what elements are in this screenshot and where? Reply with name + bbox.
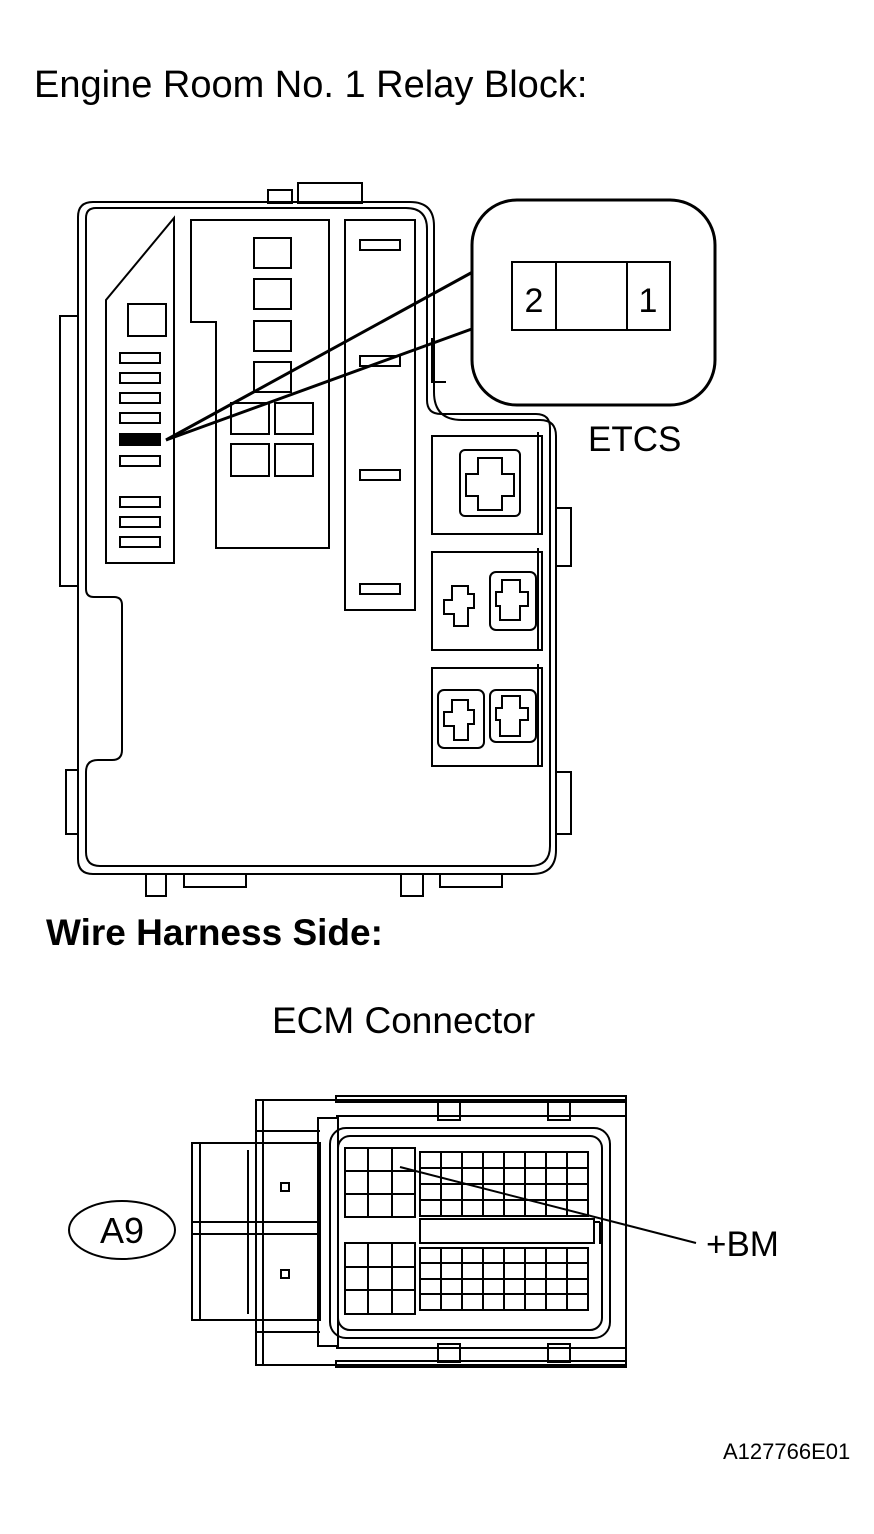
- terminal-1-label: 1: [639, 282, 658, 320]
- etcs-callout: [470, 198, 717, 407]
- relay-block-drawing: [59, 182, 572, 897]
- wire-harness-side-title: Wire Harness Side:: [46, 912, 383, 953]
- etcs-leader-line: [165, 266, 481, 442]
- bm-terminal-label: +BM: [706, 1225, 779, 1264]
- terminal-2-label: 2: [525, 282, 544, 320]
- ecm-connector-drawing: [191, 1095, 627, 1368]
- connector-code-label: A9: [100, 1210, 144, 1251]
- relay-block-title: Engine Room No. 1 Relay Block:: [34, 64, 588, 106]
- connector-code-badge: [68, 1200, 176, 1260]
- bm-leader-line: [399, 1166, 697, 1244]
- ecm-connector-title: ECM Connector: [272, 1000, 536, 1041]
- etcs-label: ETCS: [588, 420, 682, 459]
- figure-id: A127766E01: [723, 1439, 851, 1464]
